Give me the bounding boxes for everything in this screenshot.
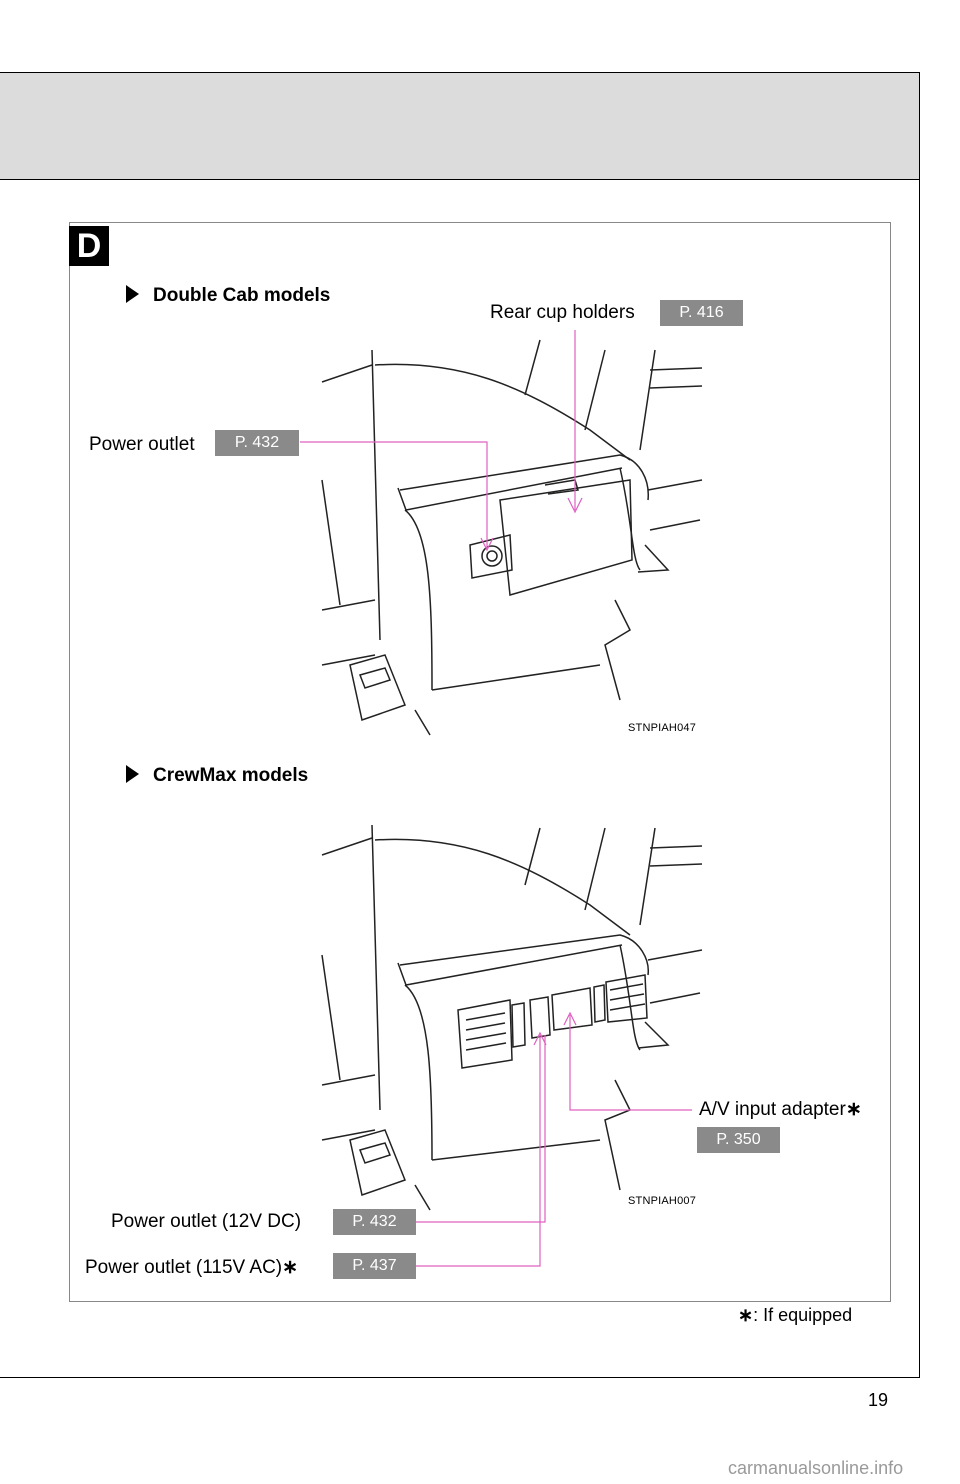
leader-power-outlet-arrow [480, 537, 494, 552]
double-cab-console-illustration [321, 339, 703, 736]
power-outlet-12v-label: Power outlet (12V DC) [111, 1211, 302, 1232]
power-outlet-115v-label: Power outlet (115V AC)∗ [85, 1257, 299, 1278]
power-outlet-115v-page-ref[interactable]: P. 437 [333, 1253, 416, 1279]
page-bottom-rule [0, 1377, 920, 1378]
leader-power-115v [416, 1035, 541, 1267]
watermark: carmanualsonline.info [728, 1458, 904, 1478]
crewmax-heading: CrewMax models [126, 765, 308, 787]
image-code-double-cab: STNPIAH047 [628, 722, 697, 734]
rear-cup-holders-label: Rear cup holders [490, 302, 635, 323]
leader-av-input-arrow [563, 1011, 577, 1026]
av-input-adapter-label: A/V input adapter∗ [699, 1099, 862, 1120]
footnote: ∗: If equipped [738, 1305, 853, 1325]
page-number: 19 [868, 1390, 889, 1410]
equipped-asterisk: ∗ [738, 1305, 754, 1325]
triangle-bullet-icon [126, 765, 139, 783]
image-code-crewmax: STNPIAH007 [628, 1195, 697, 1207]
power-outlet-page-ref[interactable]: P. 432 [215, 430, 299, 456]
section-frame [69, 222, 891, 1302]
leader-rear-cup-holders-arrow [567, 497, 583, 514]
power-outlet-label: Power outlet [89, 434, 195, 455]
leader-av-input [569, 1015, 692, 1111]
leader-power-arrow [533, 1031, 547, 1046]
crewmax-console-illustration [321, 824, 703, 1211]
power-outlet-12v-page-ref[interactable]: P. 432 [333, 1209, 416, 1235]
section-letter-badge: D [69, 226, 109, 266]
callout-leader-lines [300, 330, 692, 1267]
av-input-adapter-page-ref[interactable]: P. 350 [697, 1127, 780, 1153]
header-band [0, 72, 920, 180]
double-cab-heading: Double Cab models [126, 285, 330, 307]
rear-cup-holders-page-ref[interactable]: P. 416 [660, 300, 743, 326]
page-right-rule [919, 72, 920, 1378]
equipped-asterisk: ∗ [282, 1257, 299, 1278]
leader-power-12v [416, 1035, 546, 1223]
triangle-bullet-icon [126, 285, 139, 303]
equipped-asterisk: ∗ [845, 1099, 862, 1120]
leader-power-outlet [300, 441, 488, 548]
